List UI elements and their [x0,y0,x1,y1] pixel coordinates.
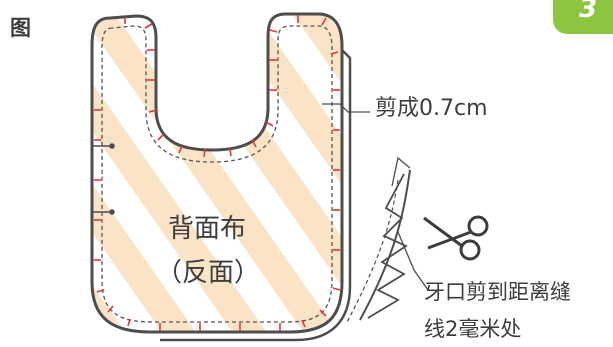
snap-markers [92,143,115,215]
step-number: 3 [579,0,598,24]
figure-label: 图 [10,16,31,40]
step-badge: 3 [553,0,613,34]
bib-fabric [90,12,344,334]
notch-marks [94,15,341,331]
cut-annotation: 剪成0.7cm [375,96,488,121]
cut-leader-line [322,103,370,113]
fabric-label-line1: 背面布 [168,214,247,244]
notch-annotation-line2: 线2毫米处 [424,317,522,341]
bib-back-edge [160,49,352,342]
edge-detail [345,156,429,325]
fabric-label-line2: （反面） [156,258,261,288]
scissors-icon [423,215,489,261]
notch-annotation-line1: 牙口剪到距离缝 [424,280,571,304]
